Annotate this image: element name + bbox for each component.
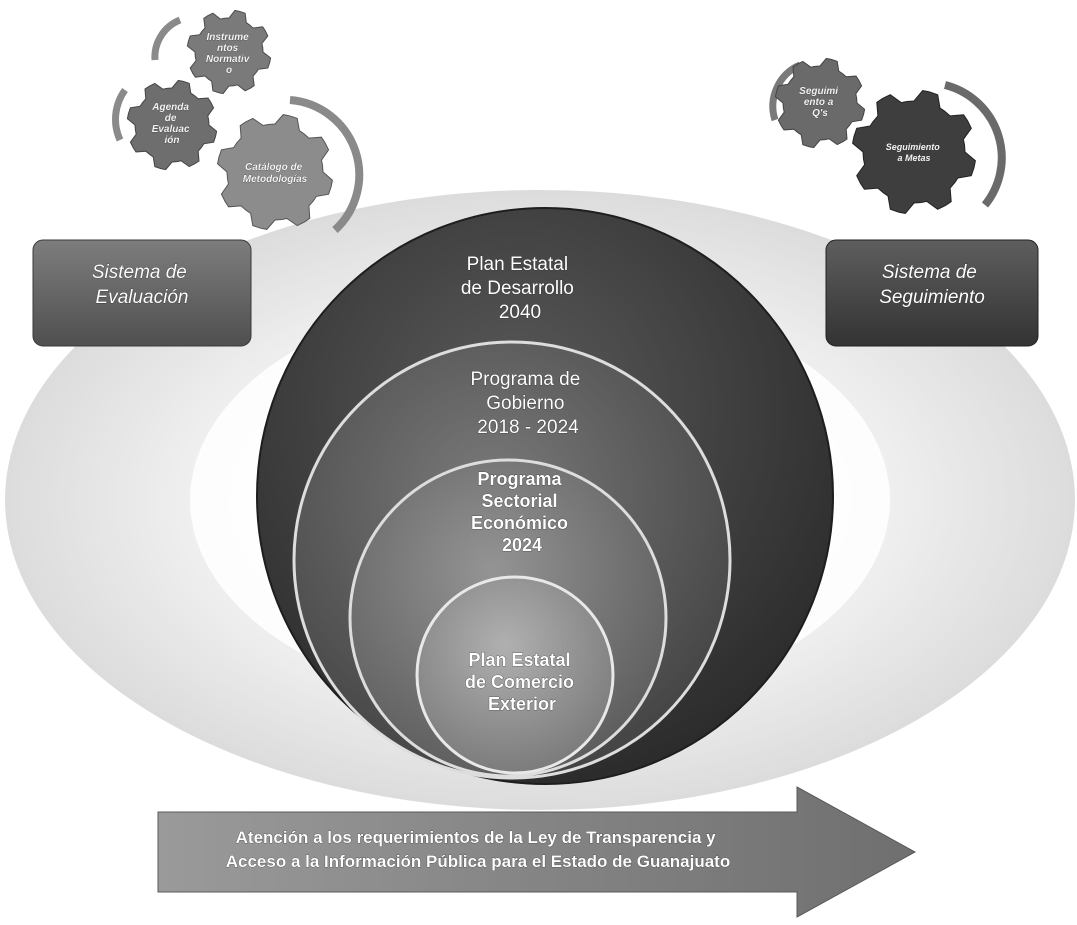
- third-circle-line: Económico: [471, 513, 568, 533]
- sistema-seguimiento-label: Sistema de Seguimiento: [879, 262, 985, 308]
- outer-circle-label: Plan Estatal de Desarrollo 2040: [461, 254, 579, 323]
- gear-instrumentos-line: Normativ: [206, 54, 251, 65]
- transparency-arrow: [157, 786, 917, 918]
- gear-icon: [852, 90, 976, 214]
- outer-circle-line: Plan Estatal: [467, 254, 568, 275]
- third-circle-line: 2024: [502, 535, 542, 555]
- sistema-evaluacion-line: Evaluación: [96, 287, 189, 308]
- gear-catalogo: Catálogo de Metodologías: [217, 114, 333, 230]
- second-circle-line: Gobierno: [486, 393, 564, 414]
- gear-seguimiento-qs-line: Q's: [812, 108, 828, 119]
- gear-agenda-line: Evaluac: [152, 124, 190, 135]
- gear-catalogo-line: Catálogo de: [245, 162, 303, 173]
- gear-instrumentos-line: o: [226, 65, 232, 76]
- gear-cycle-arrow: [151, 16, 182, 61]
- evaluacion-gears: Instrume ntos Normativ o Agenda de Evalu…: [112, 9, 364, 233]
- sistema-seguimiento-box: [825, 239, 1039, 347]
- transparency-arrow-label: Atención a los requerimientos de la Ley …: [226, 828, 730, 871]
- third-circle-line: Sectorial: [481, 491, 557, 511]
- inner-circle-line: de Comercio: [465, 672, 574, 692]
- circle-plan-comercio-exterior: [415, 575, 615, 775]
- gear-seguimiento-qs-line: Seguimi: [799, 86, 838, 97]
- inner-circle-line: Exterior: [488, 694, 556, 714]
- gear-icon: [774, 57, 866, 149]
- seguimiento-gears: Seguimi ento a Q's Seguimiento a Metas: [769, 57, 1006, 214]
- gear-catalogo-label: Catálogo de Metodologías: [243, 162, 308, 185]
- gear-seguimiento-metas: Seguimiento a Metas: [852, 90, 976, 214]
- gear-instrumentos-line: ntos: [217, 43, 239, 54]
- outer-circle-line: 2040: [499, 302, 541, 323]
- second-circle-label: Programa de Gobierno 2018 - 2024: [470, 369, 585, 438]
- sistema-seguimiento-line: Seguimiento: [879, 287, 985, 308]
- gear-icon: [126, 79, 218, 171]
- transparency-arrow-line: Atención a los requerimientos de la Ley …: [236, 828, 716, 847]
- gear-seguimiento-qs-label: Seguimi ento a Q's: [799, 86, 841, 119]
- sistema-evaluacion-line: Sistema de: [92, 262, 187, 283]
- gear-icon: [217, 114, 333, 230]
- gear-cycle-arrow: [112, 87, 128, 142]
- gear-instrumentos: Instrume ntos Normativ o: [186, 9, 272, 95]
- gear-seguimiento-metas-label: Seguimiento a Metas: [886, 142, 943, 163]
- gear-icon: [186, 9, 272, 95]
- gear-agenda: Agenda de Evaluac ión: [126, 79, 218, 171]
- gear-agenda-label: Agenda de Evaluac ión: [151, 102, 192, 146]
- sistema-seguimiento-line: Sistema de: [882, 262, 977, 283]
- gear-agenda-line: Agenda: [151, 102, 189, 113]
- gear-seguimiento-qs: Seguimi ento a Q's: [774, 57, 866, 149]
- sistema-evaluacion-box: [32, 239, 252, 347]
- inner-circle-line: Plan Estatal: [468, 650, 570, 670]
- second-circle-line: 2018 - 2024: [477, 417, 579, 438]
- gear-seguimiento-qs-line: ento a: [804, 97, 834, 108]
- gear-agenda-line: ión: [165, 135, 180, 146]
- gear-seguimiento-metas-line: a Metas: [897, 153, 930, 163]
- gear-instrumentos-label: Instrume ntos Normativ o: [206, 32, 252, 76]
- third-circle-line: Programa: [477, 469, 562, 489]
- outer-circle-line: de Desarrollo: [461, 278, 574, 299]
- transparency-arrow-line: Acceso a la Información Pública para el …: [226, 852, 730, 871]
- gear-agenda-line: de: [165, 113, 177, 124]
- third-circle-label: Programa Sectorial Económico 2024: [471, 469, 573, 555]
- gear-instrumentos-line: Instrume: [206, 32, 249, 43]
- gear-cycle-arrow: [943, 81, 1006, 208]
- gear-seguimiento-metas-line: Seguimiento: [886, 142, 941, 152]
- sistema-evaluacion-label: Sistema de Evaluación: [92, 262, 192, 308]
- gear-cycle-arrow: [289, 96, 364, 233]
- gear-catalogo-line: Metodologías: [243, 174, 308, 185]
- inner-circle-label: Plan Estatal de Comercio Exterior: [465, 650, 579, 714]
- second-circle-line: Programa de: [470, 369, 580, 390]
